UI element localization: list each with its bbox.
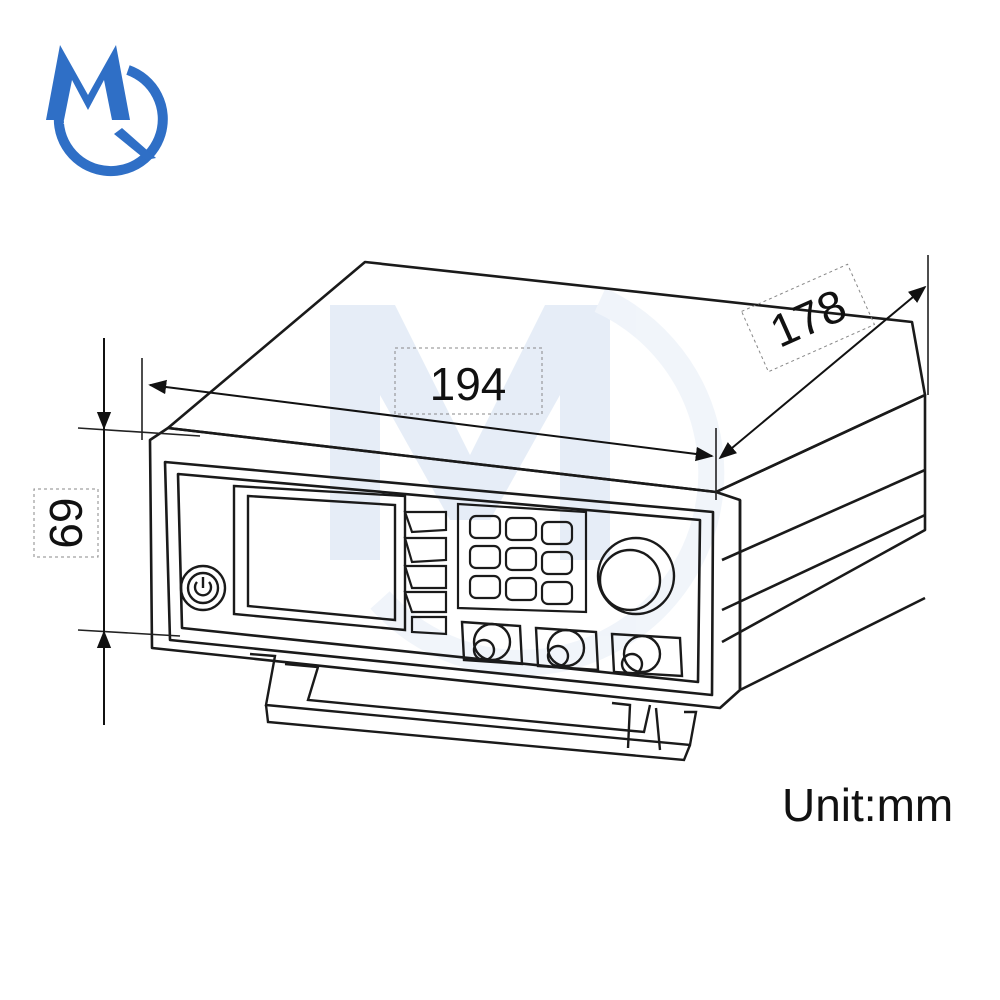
tilt-stand — [249, 652, 698, 762]
soft-keys — [403, 510, 448, 636]
keypad-key — [540, 580, 574, 606]
depth-dimension: 178 — [762, 279, 853, 358]
height-dimension: 69 — [40, 497, 92, 548]
display-screen — [232, 484, 407, 632]
bnc-connectors — [460, 620, 684, 678]
device-side-face — [715, 393, 927, 644]
keypad-key — [504, 546, 538, 572]
width-dimension: 194 — [430, 358, 507, 410]
keypad-key — [468, 544, 502, 570]
keypad-key — [468, 514, 502, 540]
front-panel — [163, 460, 715, 697]
unit-label: Unit:mm — [782, 779, 954, 831]
power-icon — [193, 581, 213, 597]
bnc-connector — [460, 620, 524, 666]
keypad-key — [504, 516, 538, 542]
rotary-knob — [596, 536, 676, 616]
bnc-connector — [534, 626, 600, 672]
bnc-connector — [610, 632, 684, 678]
dimension-lines — [77, 255, 929, 725]
keypad-key — [468, 574, 502, 600]
keypad-key — [504, 576, 538, 602]
keypad — [456, 502, 588, 614]
keypad-key — [540, 520, 574, 546]
watermark-logo — [330, 288, 725, 676]
power-button — [179, 564, 227, 612]
brand-logo — [46, 45, 168, 177]
keypad-key — [540, 550, 574, 576]
